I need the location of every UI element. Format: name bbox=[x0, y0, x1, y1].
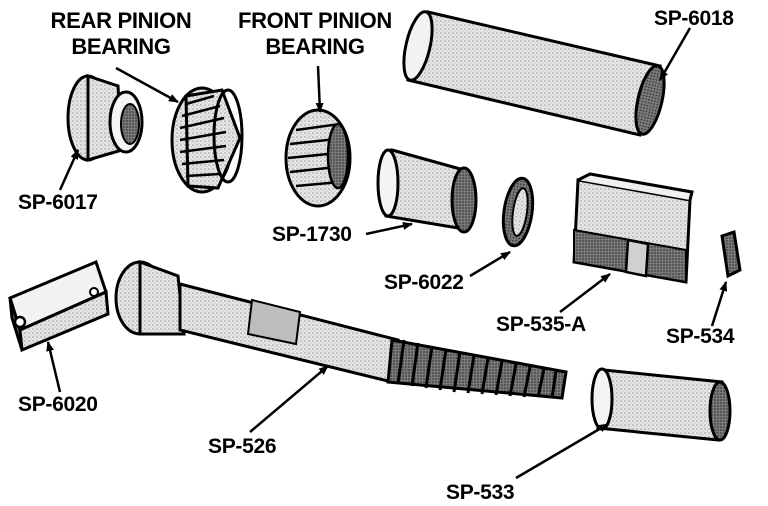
label-sp-535-a: SP-535-A bbox=[496, 313, 586, 336]
leader-lines bbox=[46, 27, 728, 480]
label-sp-1730: SP-1730 bbox=[272, 223, 352, 246]
front-pinion-bearing-title-line-2: BEARING bbox=[265, 34, 365, 59]
front-pinion-bearing-title-line-1: FRONT PINION bbox=[237, 8, 393, 33]
sp-533-sleeve bbox=[590, 367, 732, 442]
label-sp-6017: SP-6017 bbox=[18, 191, 98, 214]
arrow-sp-6022 bbox=[469, 250, 511, 278]
arrow-sp-535-a bbox=[559, 273, 611, 313]
arrow-sp-533 bbox=[515, 422, 609, 480]
front-pinion-bearing-title: FRONT PINION BEARING bbox=[222, 8, 408, 60]
label-sp-534: SP-534 bbox=[666, 325, 735, 348]
sp-6017-adapter bbox=[66, 73, 144, 163]
sp-6020-block bbox=[8, 259, 110, 353]
front-pinion-bearing-part bbox=[284, 108, 352, 208]
rear-pinion-bearing-title-line-2: BEARING bbox=[71, 34, 171, 59]
label-sp-6022: SP-6022 bbox=[384, 271, 464, 294]
rear-pinion-bearing-title-line-1: REAR PINION bbox=[50, 8, 192, 33]
sp-6018-sleeve bbox=[402, 10, 666, 137]
sp-1730-sleeve bbox=[376, 148, 478, 234]
label-sp-6020: SP-6020 bbox=[18, 393, 98, 416]
sp-526-screw bbox=[114, 259, 568, 400]
sp-6022-ring bbox=[501, 176, 535, 248]
arrow-sp-534 bbox=[710, 281, 728, 327]
rear-pinion-bearing-part bbox=[170, 86, 244, 194]
arrow-rear-pinion-bearing bbox=[115, 66, 179, 104]
rear-pinion-bearing-title: REAR PINION BEARING bbox=[28, 8, 214, 60]
label-sp-526: SP-526 bbox=[208, 435, 277, 458]
sp-535-a-block bbox=[572, 172, 694, 284]
sp-534-pin bbox=[720, 230, 742, 279]
arrow-sp-526 bbox=[249, 365, 329, 433]
arrow-sp-1730 bbox=[365, 222, 413, 236]
arrow-sp-6018 bbox=[658, 27, 692, 81]
arrow-sp-6017 bbox=[58, 149, 80, 191]
arrow-front-pinion-bearing bbox=[315, 65, 324, 113]
arrow-sp-6020 bbox=[46, 341, 62, 393]
label-sp-6018: SP-6018 bbox=[654, 7, 734, 30]
label-sp-533: SP-533 bbox=[446, 481, 515, 504]
